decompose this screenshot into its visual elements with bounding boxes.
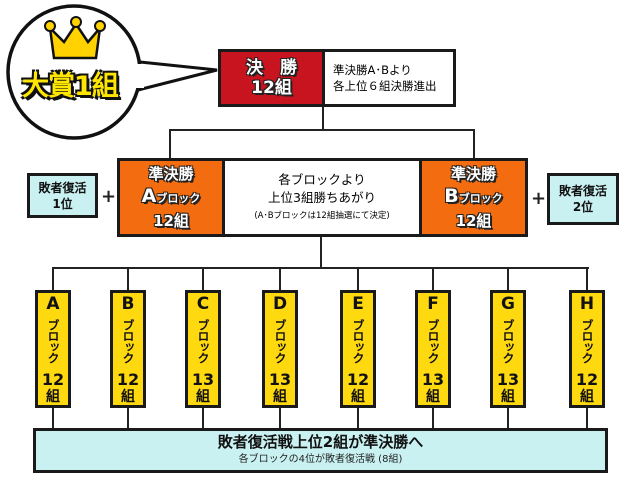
final-note-line1: 準決勝A･Bより (333, 63, 412, 77)
block-box-e: E ブロック 12 組 (340, 290, 376, 408)
semifinal-a-title: 準決勝 (148, 165, 194, 183)
connector-line (52, 267, 54, 291)
block-count: 13 (268, 370, 292, 389)
block-box-c: C ブロック 13 組 (185, 290, 221, 408)
semifinal-note-line2: 上位3組勝ちあがり (268, 189, 376, 205)
block-suffix: ブロック (351, 319, 365, 363)
block-letter: D (272, 294, 288, 314)
block-box-g: G ブロック 13 組 (490, 290, 526, 408)
block-suffix: ブロック (501, 319, 515, 363)
connector-line (202, 407, 204, 429)
semifinal-b-count: 12組 (455, 212, 492, 230)
connector-line (507, 267, 509, 291)
revival-right-line2: 2位 (572, 200, 594, 214)
semifinal-a-suffix: ブロック (156, 192, 201, 205)
block-unit: 組 (580, 389, 594, 405)
block-suffix: ブロック (273, 319, 287, 363)
final-note-line2: 各上位６組決勝進出 (333, 79, 437, 93)
revival-right-box: 敗者復活 2位 (547, 173, 619, 225)
connector-line (279, 407, 281, 429)
connector-line (127, 267, 129, 291)
final-title: 決 勝 (246, 58, 297, 78)
block-unit: 組 (426, 389, 440, 405)
block-count: 12 (575, 370, 599, 389)
prize-label: 大賞1組 (22, 71, 119, 102)
block-box-d: D ブロック 13 組 (262, 290, 298, 408)
repechage-sub: 各ブロックの4位が敗者復活戦 (8組) (238, 453, 403, 465)
block-box-f: F ブロック 13 組 (415, 290, 451, 408)
semifinal-note-sub: (A･Bブロックは12組抽選にて決定) (254, 210, 390, 221)
block-letter: H (579, 294, 595, 314)
block-suffix: ブロック (121, 319, 135, 363)
semifinal-b-title: 準決勝 (450, 165, 496, 183)
block-letter: G (501, 294, 515, 314)
block-suffix: ブロック (426, 319, 440, 363)
block-count: 12 (116, 370, 140, 389)
block-suffix: ブロック (46, 319, 60, 363)
connector-line (586, 267, 588, 291)
semifinal-b-suffix: ブロック (458, 192, 503, 205)
block-count: 13 (191, 370, 215, 389)
connector-line (322, 106, 324, 130)
block-count: 13 (421, 370, 445, 389)
semifinal-a-count: 12組 (153, 212, 189, 230)
revival-right-line1: 敗者復活 (558, 184, 607, 198)
connector-line (279, 267, 281, 291)
block-letter: E (352, 294, 364, 314)
connector-line (432, 267, 434, 291)
repechage-title: 敗者復活戦上位2組が準決勝へ (217, 432, 424, 451)
block-count: 12 (41, 370, 65, 389)
semifinal-note: 各ブロックより 上位3組勝ちあがり (A･Bブロックは12組抽選にて決定) (222, 158, 422, 237)
semifinal-note-line1: 各ブロックより (278, 171, 366, 187)
block-box-a: A ブロック 12 組 (35, 290, 71, 408)
block-suffix: ブロック (196, 319, 210, 363)
block-unit: 組 (121, 389, 135, 405)
connector-line (357, 407, 359, 429)
block-count: 12 (346, 370, 370, 389)
connector-line (53, 267, 589, 269)
revival-left-box: 敗者復活 1位 (27, 173, 98, 218)
connector-line (507, 407, 509, 429)
block-box-h: H ブロック 12 組 (569, 290, 605, 408)
block-unit: 組 (196, 389, 210, 405)
connector-line (432, 407, 434, 429)
connector-line (473, 129, 475, 159)
revival-left-line2: 1位 (52, 196, 73, 211)
connector-line (127, 407, 129, 429)
block-letter: B (121, 294, 135, 314)
connector-line (52, 407, 54, 429)
semifinal-a-letter: A (141, 185, 157, 207)
connector-line (202, 267, 204, 291)
semifinal-a-box: 準決勝 Aブロック 12組 (117, 158, 225, 237)
semifinal-b-box: 準決勝 Bブロック 12組 (419, 158, 528, 237)
block-unit: 組 (351, 389, 365, 405)
block-letter: F (427, 294, 439, 314)
final-count: 12組 (251, 78, 292, 98)
plus-icon: + (531, 188, 547, 209)
connector-line (357, 267, 359, 291)
block-unit: 組 (273, 389, 287, 405)
block-unit: 組 (501, 389, 515, 405)
semifinal-b-letter: B (444, 185, 459, 207)
block-suffix: ブロック (580, 319, 594, 363)
final-box: 決 勝 12組 (218, 49, 325, 107)
block-unit: 組 (46, 389, 60, 405)
revival-left-line1: 敗者復活 (38, 180, 87, 195)
connector-line (169, 129, 475, 131)
block-letter: A (46, 294, 60, 314)
connector-line (586, 407, 588, 429)
block-letter: C (196, 294, 210, 314)
block-count: 13 (496, 370, 520, 389)
connector-line (169, 129, 171, 159)
final-note: 準決勝A･Bより 各上位６組決勝進出 (322, 49, 456, 107)
block-box-b: B ブロック 12 組 (110, 290, 146, 408)
crown-icon (44, 16, 106, 60)
prize-bubble (6, 4, 218, 140)
connector-line (320, 236, 322, 269)
repechage-box: 敗者復活戦上位2組が準決勝へ 各ブロックの4位が敗者復活戦 (8組) (33, 428, 608, 473)
plus-icon: + (101, 186, 117, 207)
